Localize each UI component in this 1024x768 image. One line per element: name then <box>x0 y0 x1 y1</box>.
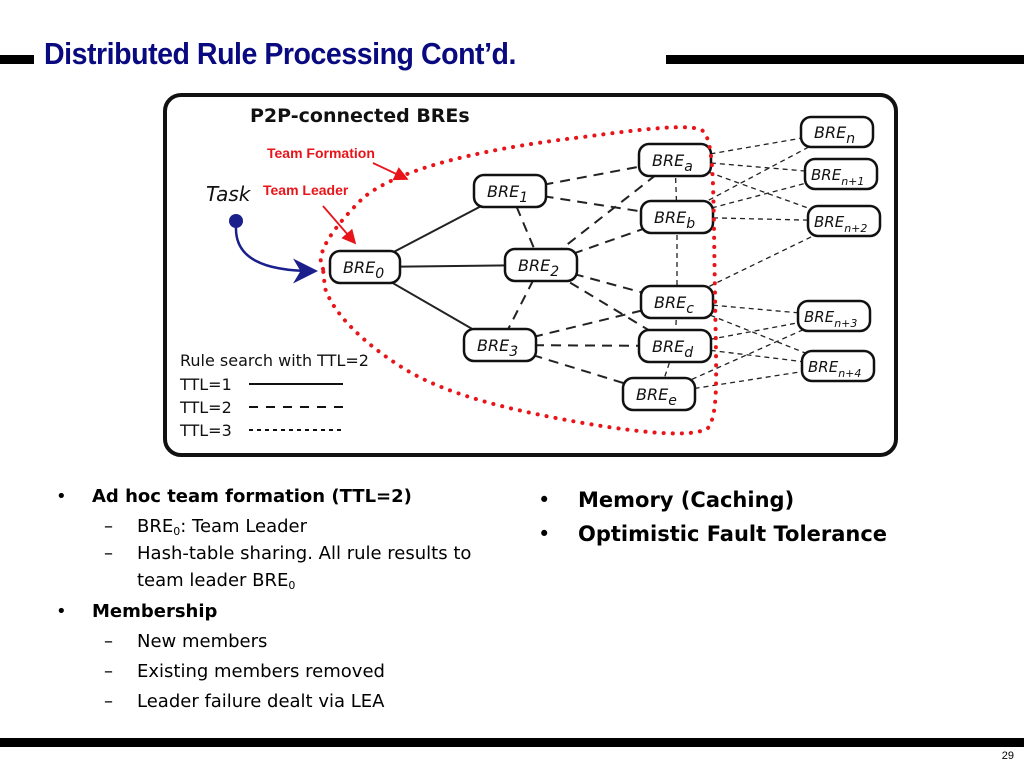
sub-bullet-leader-failure: –Leader failure dealt via LEA <box>52 688 532 715</box>
bullet-dot-icon: • <box>56 486 67 507</box>
node-label: BREe <box>636 385 677 409</box>
node-bre0: BRE0 <box>328 249 402 285</box>
node-label: BRE1 <box>487 182 528 206</box>
node-box <box>472 173 548 209</box>
bullets-left: •Ad hoc team formation (TTL=2) –BRE0: Te… <box>52 483 532 715</box>
node-box <box>796 299 872 333</box>
sub-bullet-hash-table: –Hash-table sharing. All rule results to… <box>52 540 532 594</box>
diagram-heading: P2P-connected BREs <box>250 105 470 127</box>
node-label: BREc <box>654 293 694 317</box>
node-box <box>637 142 713 178</box>
node-brea: BREa <box>637 142 713 178</box>
node-label: BREn <box>814 123 855 147</box>
node-box <box>800 349 876 383</box>
node-box <box>637 328 713 364</box>
node-label: BREn+4 <box>808 358 861 380</box>
bottom-rule <box>0 738 1024 747</box>
node-box <box>462 327 538 363</box>
node-brec: BREc <box>639 284 715 320</box>
dash-icon: – <box>104 691 113 712</box>
slide-title: Distributed Rule Processing Cont’d. <box>44 36 516 71</box>
node-label: BRE2 <box>518 256 559 280</box>
legend: Rule search with TTL=2 TTL=1 TTL=2 TTL=3 <box>179 351 369 440</box>
sub-bullet-team-leader: –BRE0: Team Leader <box>52 513 532 540</box>
bullet-membership: •Membership <box>52 598 532 628</box>
node-box <box>328 249 402 285</box>
node-bren4: BREn+4 <box>800 349 876 383</box>
edge-bre3-brec <box>499 301 678 346</box>
legend-ttl3-label: TTL=3 <box>179 421 232 440</box>
legend-title: Rule search with TTL=2 <box>180 351 369 370</box>
dash-icon: – <box>104 661 113 682</box>
task-dot-icon <box>229 214 243 228</box>
legend-ttl2-label: TTL=2 <box>179 398 232 417</box>
node-box <box>806 204 882 238</box>
task-label: Task <box>206 182 252 206</box>
node-box <box>621 376 697 412</box>
title-rule-left <box>0 55 34 64</box>
node-label: BREa <box>652 151 693 175</box>
bullet-dot-icon: • <box>538 522 551 546</box>
node-bren2: BREn+2 <box>806 204 882 238</box>
bullet-team-formation: •Ad hoc team formation (TTL=2) <box>52 483 532 513</box>
node-label: BRE0 <box>343 258 384 282</box>
sub-bullet-new-members: –New members <box>52 628 532 655</box>
sub-bullet-existing-removed: –Existing members removed <box>52 658 532 685</box>
node-bre1: BRE1 <box>472 173 548 209</box>
node-box <box>503 247 579 283</box>
node-label: BREn+3 <box>804 308 857 330</box>
team-formation-boundary <box>318 125 719 436</box>
team-leader-arrow <box>322 205 357 245</box>
node-box <box>639 284 715 320</box>
page-number: 29 <box>1001 750 1014 762</box>
bullets-right: •Memory (Caching) •Optimistic Fault Tole… <box>534 483 954 551</box>
node-label: BRE3 <box>477 336 518 360</box>
node-label: BREb <box>654 208 695 232</box>
node-bren1: BREn+1 <box>803 157 879 191</box>
node-box <box>639 199 715 235</box>
bullet-memory-caching: •Memory (Caching) <box>534 483 954 517</box>
node-bred: BREd <box>637 328 713 364</box>
dash-icon: – <box>104 631 113 652</box>
edge-bre2-brea <box>540 159 676 266</box>
legend-ttl1-label: TTL=1 <box>179 375 232 394</box>
dash-icon: – <box>104 516 113 537</box>
node-label: BREn+1 <box>811 166 864 188</box>
bullet-dot-icon: • <box>538 488 551 512</box>
edge-bre1-bre2 <box>509 190 542 266</box>
node-bren3: BREn+3 <box>796 299 872 333</box>
bullet-dot-icon: • <box>56 601 67 622</box>
node-bren: BREn <box>799 115 875 149</box>
title-rule-right <box>666 55 1024 64</box>
node-label: BREd <box>652 337 693 361</box>
task-arrow <box>234 226 318 284</box>
node-label: BREn+2 <box>814 213 867 235</box>
team-formation-arrow <box>372 162 409 181</box>
node-bree: BREe <box>621 376 697 412</box>
node-box <box>803 157 879 191</box>
dash-icon: – <box>104 543 113 564</box>
team-leader-label: Team Leader <box>263 182 349 198</box>
node-bre3: BRE3 <box>462 327 538 363</box>
node-bre2: BRE2 <box>503 247 579 283</box>
bullet-fault-tolerance: •Optimistic Fault Tolerance <box>534 517 954 551</box>
team-formation-label: Team Formation <box>267 145 375 161</box>
node-breb: BREb <box>639 199 715 235</box>
node-box <box>799 115 875 149</box>
